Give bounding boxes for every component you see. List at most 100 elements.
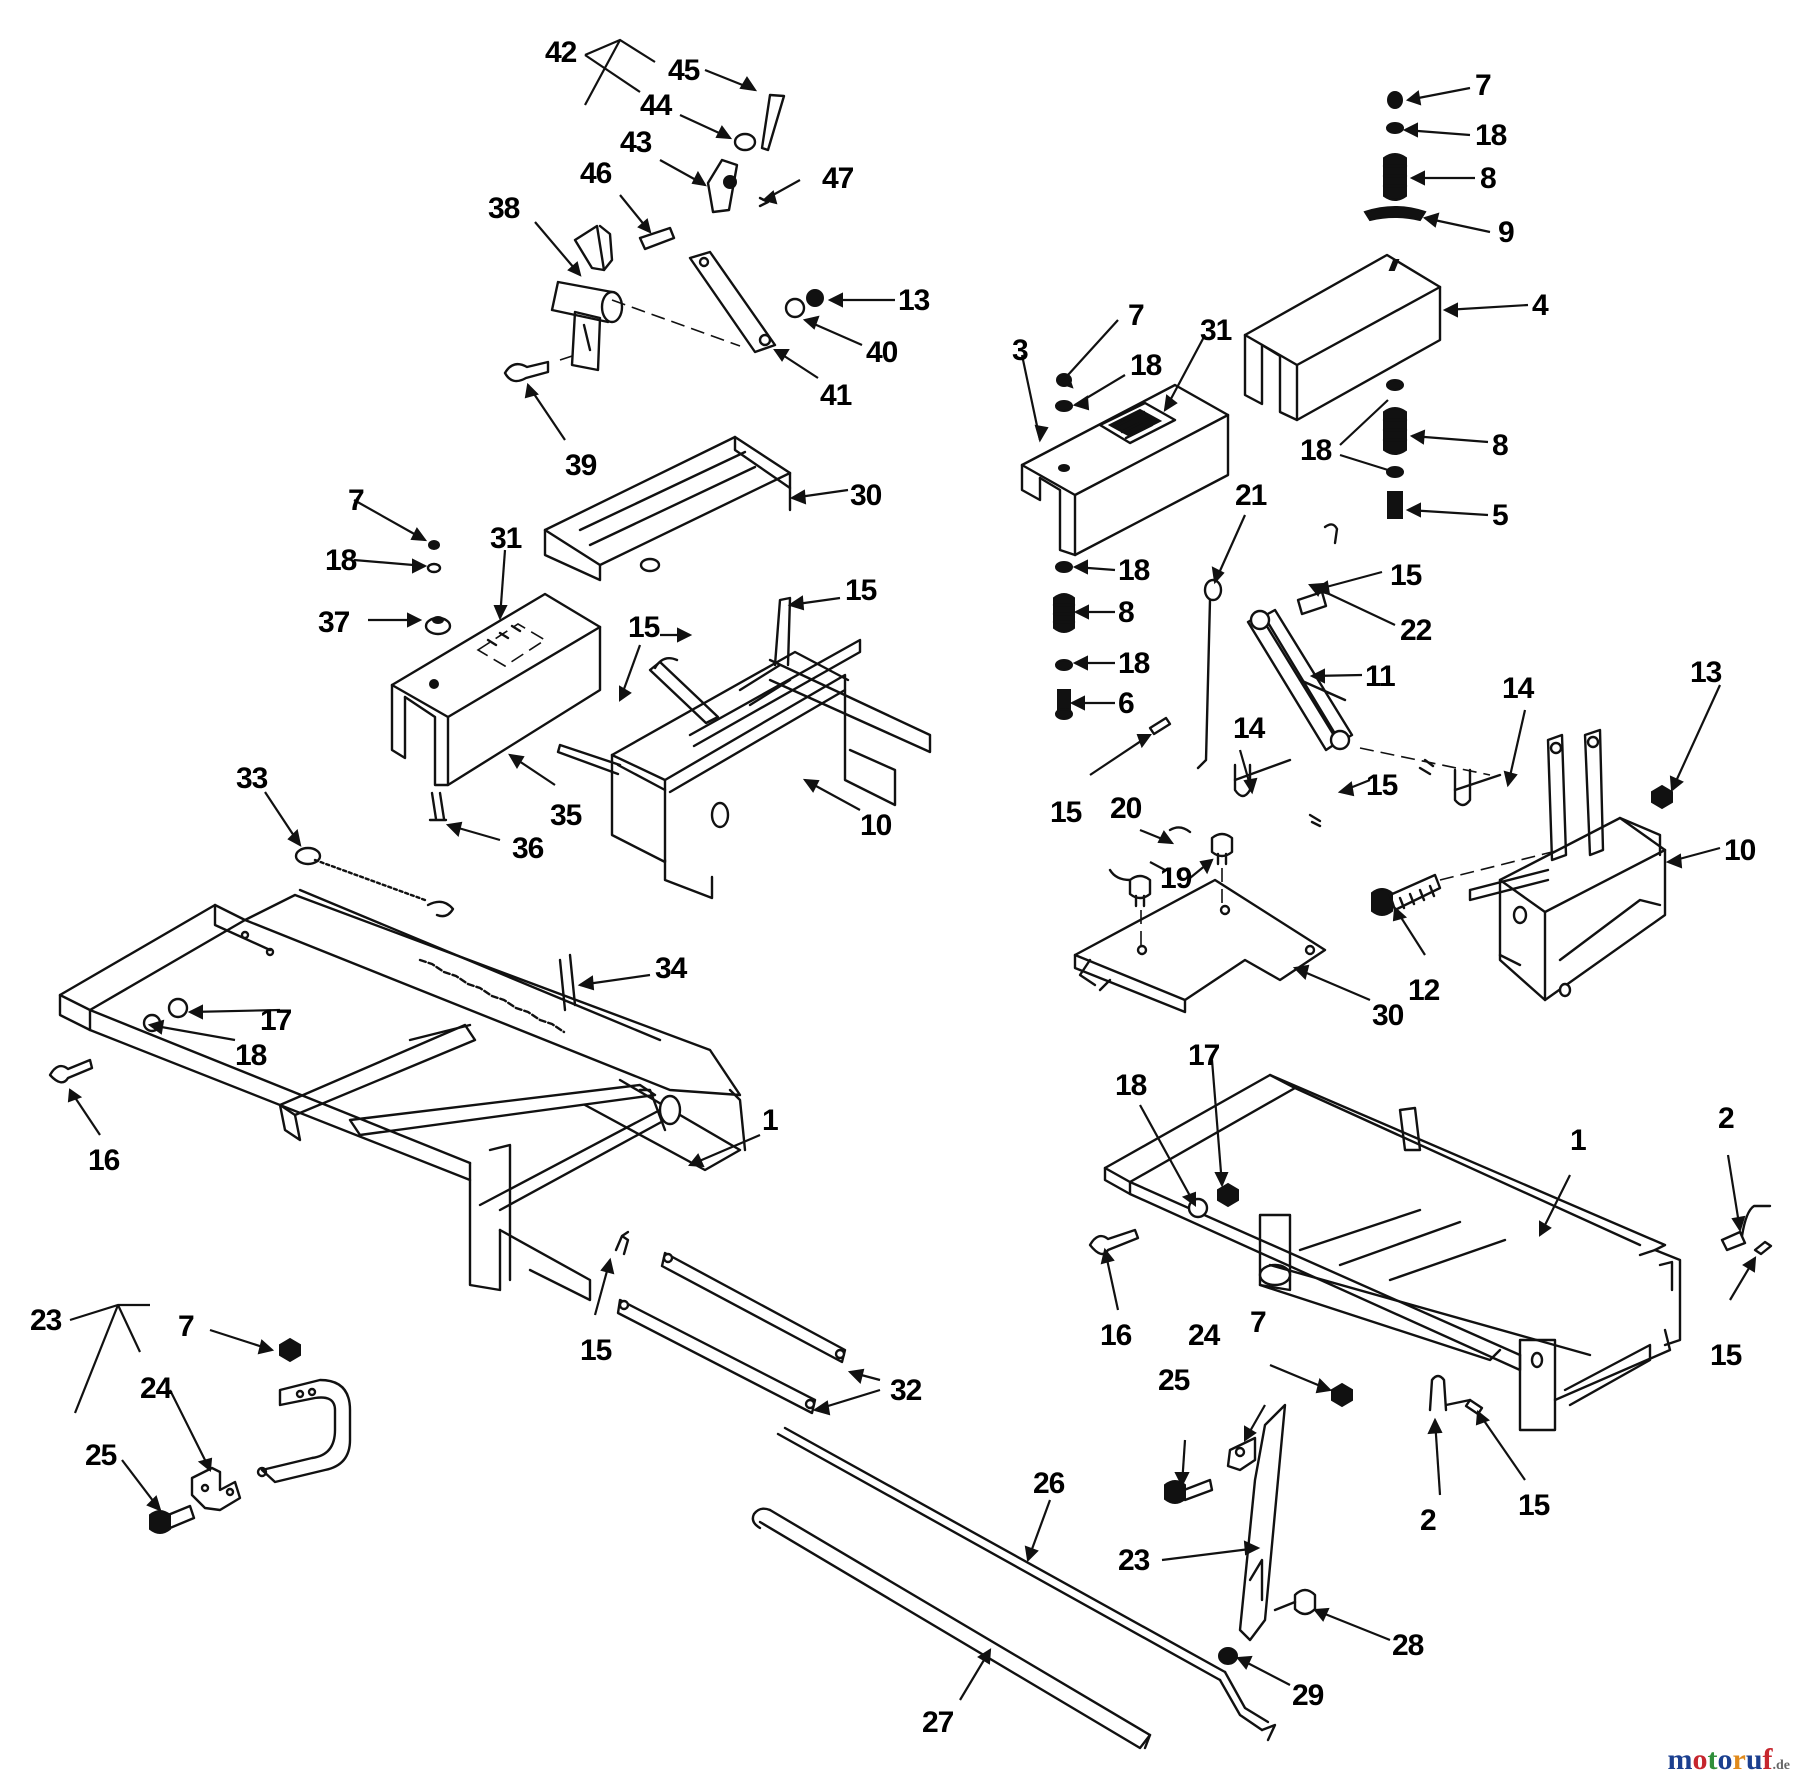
callout-15: 15: [1050, 796, 1082, 829]
watermark-letter: t: [1707, 1743, 1718, 1776]
watermark-letter: f: [1762, 1743, 1773, 1776]
callout-14: 14: [1233, 712, 1266, 745]
callout-35: 35: [550, 799, 582, 832]
callout-7: 7: [1250, 1306, 1266, 1339]
leader-arrowheads: [67, 76, 1757, 1670]
bracket-23-left: [149, 1337, 352, 1534]
callout-18: 18: [1475, 119, 1507, 152]
seat-pan-30-left: [543, 435, 792, 582]
callout-27: 27: [922, 1706, 954, 1739]
callout-23: 23: [30, 1304, 62, 1337]
callout-25: 25: [1158, 1364, 1190, 1397]
callout-40: 40: [866, 336, 898, 369]
pins-and-clips: [1428, 1204, 1773, 1416]
callout-46: 46: [580, 157, 612, 190]
watermark-letter: o: [1717, 1743, 1733, 1776]
callout-22: 22: [1400, 614, 1432, 647]
callout-43: 43: [620, 126, 652, 159]
callout-42: 42: [545, 36, 577, 69]
callout-18: 18: [1118, 554, 1150, 587]
callout-4: 4: [1532, 289, 1549, 322]
callout-5: 5: [1492, 499, 1508, 532]
callout-15: 15: [1710, 1339, 1742, 1372]
link-bars-32: [614, 1230, 847, 1415]
callout-18: 18: [1118, 647, 1150, 680]
watermark-letter: m: [1667, 1743, 1693, 1776]
callout-18: 18: [325, 544, 357, 577]
callout-15: 15: [1518, 1489, 1550, 1522]
spring-and-chain: [294, 846, 577, 1034]
callout-18: 18: [1300, 434, 1332, 467]
callout-15: 15: [845, 574, 877, 607]
seat-mount-bracket-35: [390, 540, 602, 822]
callout-23: 23: [1118, 1544, 1150, 1577]
callout-14: 14: [1502, 672, 1535, 705]
callout-7: 7: [348, 484, 364, 517]
callout-11: 11: [1365, 660, 1395, 693]
callout-39: 39: [565, 449, 597, 482]
lever-assembly: [503, 93, 824, 383]
callout-8: 8: [1480, 162, 1496, 195]
callout-30: 30: [850, 479, 882, 512]
callout-8: 8: [1492, 429, 1508, 462]
callout-3: 3: [1012, 334, 1028, 367]
callout-28: 28: [1392, 1629, 1424, 1662]
callout-15: 15: [580, 1334, 612, 1367]
main-frame-1-left: [48, 888, 747, 1302]
callout-44: 44: [640, 89, 673, 122]
motoruf-watermark: motoruf.de: [1667, 1743, 1790, 1777]
callout-45: 45: [668, 54, 700, 87]
callout-34: 34: [655, 952, 688, 985]
callout-24: 24: [1188, 1319, 1221, 1352]
callout-26: 26: [1033, 1467, 1065, 1500]
callout-2: 2: [1718, 1102, 1734, 1135]
floor-plate-30: [1073, 826, 1327, 1014]
callout-16: 16: [1100, 1319, 1132, 1352]
callout-31: 31: [1200, 314, 1232, 347]
watermark-tld: .de: [1772, 1758, 1791, 1773]
watermark-letter: u: [1745, 1743, 1763, 1776]
watermark-letter: o: [1692, 1743, 1708, 1776]
pivot-frame-10-left: [556, 596, 932, 900]
callout-25: 25: [85, 1439, 117, 1472]
pivot-frame-10-right: [1371, 728, 1673, 1002]
seat-bracket-3: [1020, 373, 1230, 720]
callout-41: 41: [820, 379, 852, 412]
callout-1: 1: [762, 1104, 778, 1137]
callout-2: 2: [1420, 1504, 1436, 1537]
linkage-assembly: [1148, 523, 1502, 828]
callout-18: 18: [1115, 1069, 1147, 1102]
callout-1: 1: [1570, 1124, 1586, 1157]
rods-26-27: [751, 1426, 1277, 1750]
callout-37: 37: [318, 606, 350, 639]
callout-7: 7: [178, 1310, 194, 1343]
callout-10: 10: [1724, 834, 1756, 867]
callout-9: 9: [1498, 216, 1514, 249]
callout-10: 10: [860, 809, 892, 842]
callout-13: 13: [898, 284, 930, 317]
callout-17: 17: [1188, 1039, 1220, 1072]
callout-8: 8: [1118, 596, 1134, 629]
callout-15: 15: [1366, 769, 1398, 802]
callout-18: 18: [235, 1039, 267, 1072]
callout-6: 6: [1118, 687, 1134, 720]
callout-16: 16: [88, 1144, 120, 1177]
callout-20: 20: [1110, 792, 1142, 825]
callout-18: 18: [1130, 349, 1162, 382]
callout-15: 15: [628, 611, 660, 644]
watermark-letter: r: [1732, 1743, 1746, 1776]
callout-31: 31: [490, 522, 522, 555]
watermark-logo-text: motoruf: [1667, 1743, 1772, 1776]
callout-12: 12: [1408, 974, 1440, 1007]
callout-7: 7: [1128, 299, 1144, 332]
callout-32: 32: [890, 1374, 922, 1407]
callout-21: 21: [1235, 479, 1267, 512]
bracket-23-right: [1164, 1382, 1353, 1665]
callout-24: 24: [140, 1372, 173, 1405]
callout-7: 7: [1475, 69, 1491, 102]
callout-38: 38: [488, 192, 520, 225]
callout-17: 17: [260, 1004, 292, 1037]
callout-labels: 42 45 44 43 46 47 38 13 40 41 39 7 18 8 …: [30, 36, 1757, 1739]
callout-15: 15: [1390, 559, 1422, 592]
